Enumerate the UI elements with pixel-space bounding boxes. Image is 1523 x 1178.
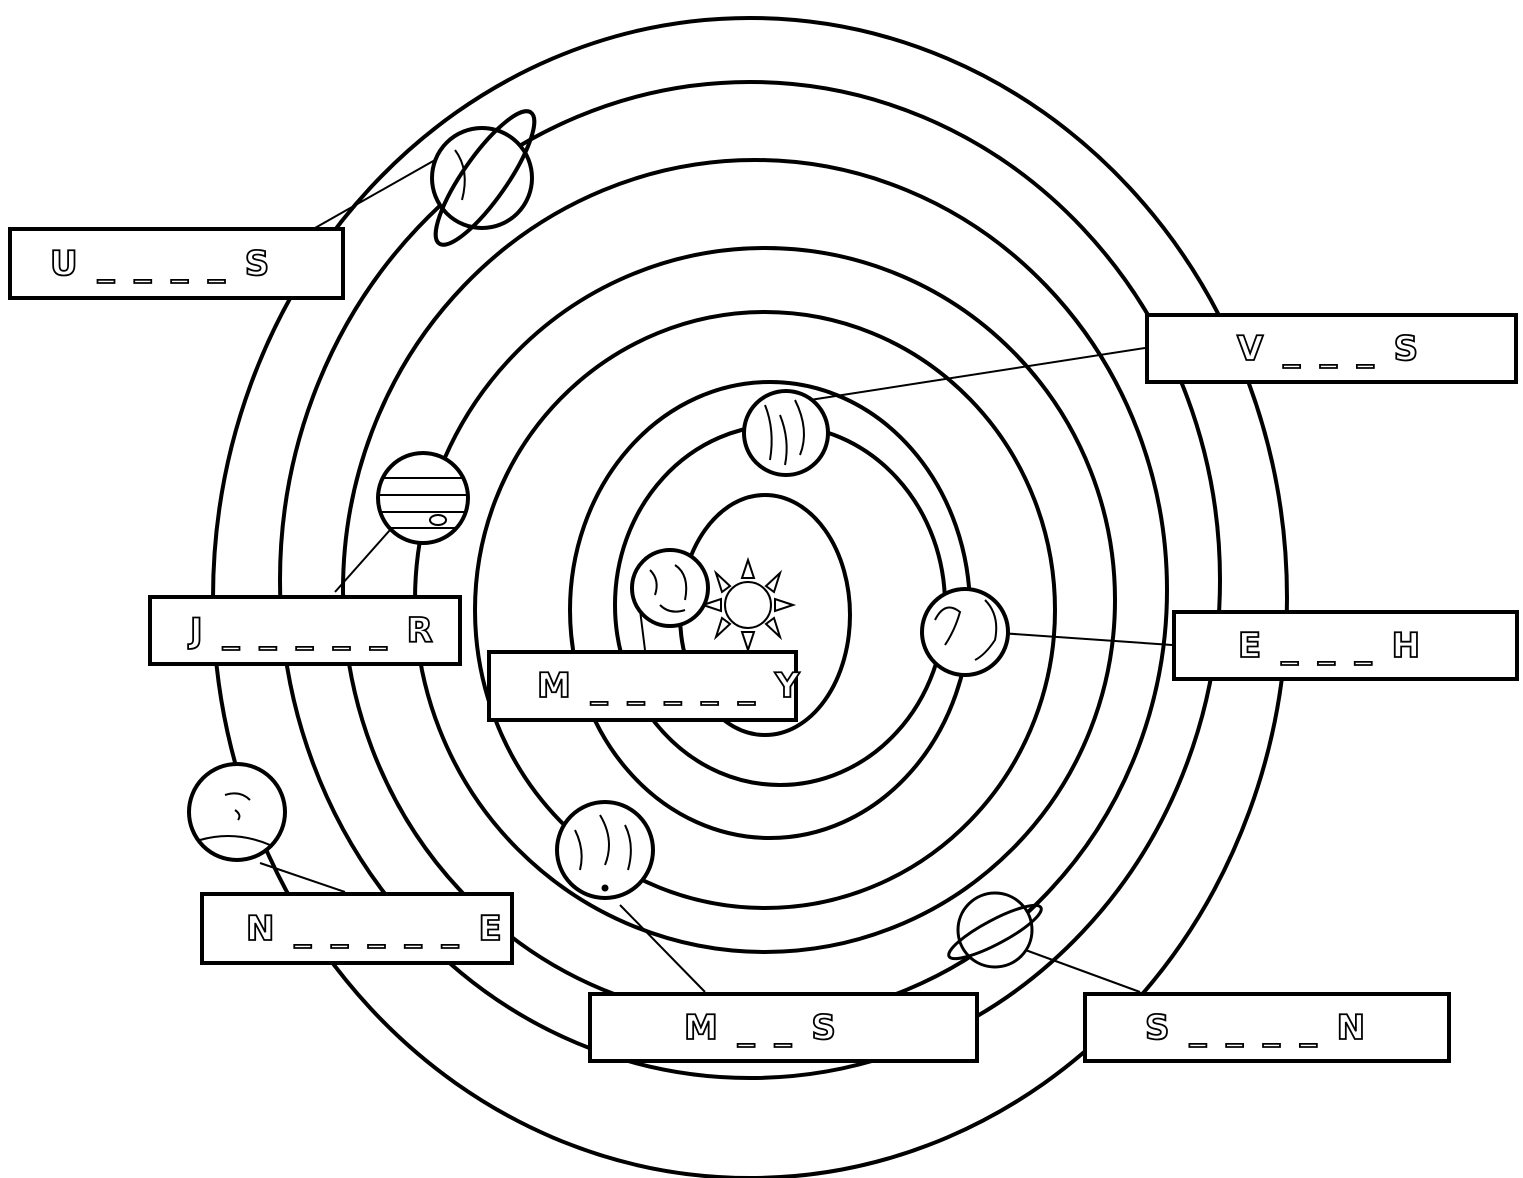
label-box-saturn: S _ _ _ _ N <box>1083 992 1451 1063</box>
label-uranus: U _ _ _ _ S <box>50 244 273 284</box>
leader-line-neptune <box>260 863 345 892</box>
label-earth: E _ _ _ H <box>1238 626 1424 666</box>
saturn-planet-icon <box>943 893 1046 967</box>
sun <box>703 560 793 650</box>
sun-icon <box>725 582 771 628</box>
jupiter-planet-icon <box>378 453 468 543</box>
leader-line-earth <box>1000 633 1172 645</box>
label-box-venus: V _ _ _ S <box>1145 313 1518 384</box>
label-saturn: S _ _ _ _ N <box>1145 1008 1369 1048</box>
label-box-uranus: U _ _ _ _ S <box>8 227 345 300</box>
label-jupiter: J _ _ _ _ _ R <box>190 611 437 651</box>
label-mars: M _ _ S <box>684 1008 840 1048</box>
leader-line-saturn <box>1020 948 1140 992</box>
label-box-earth: E _ _ _ H <box>1172 610 1519 681</box>
neptune-planet-icon <box>189 764 285 860</box>
mercury-planet-icon <box>632 550 708 626</box>
venus-planet-icon <box>744 391 828 475</box>
label-mercury: M _ _ _ _ _ Y <box>537 666 803 706</box>
label-box-jupiter: J _ _ _ _ _ R <box>148 595 462 666</box>
label-box-neptune: N _ _ _ _ _ E <box>200 892 514 965</box>
mars-planet-icon <box>557 802 653 898</box>
leader-line-venus <box>810 348 1145 400</box>
label-box-mars: M _ _ S <box>588 992 979 1063</box>
leader-line-uranus <box>315 160 435 228</box>
leader-line-mars <box>620 905 705 992</box>
label-venus: V _ _ _ S <box>1237 329 1422 369</box>
label-box-mercury: M _ _ _ _ _ Y <box>487 650 798 722</box>
label-neptune: N _ _ _ _ _ E <box>246 909 506 949</box>
earth-planet-icon <box>922 589 1008 675</box>
